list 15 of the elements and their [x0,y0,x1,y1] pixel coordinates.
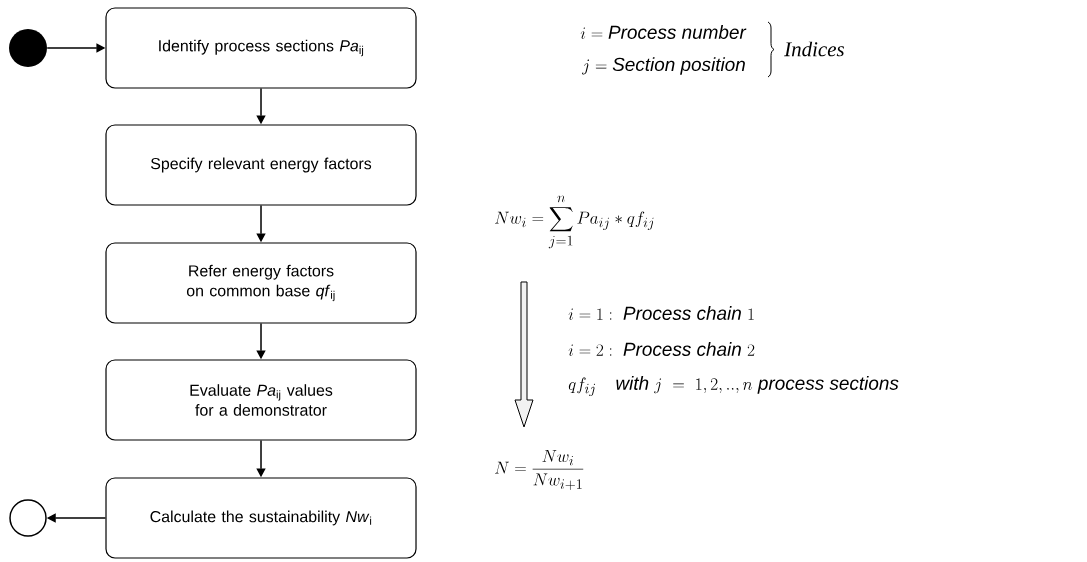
formula: $i = 2 :\ \mathit{Process\ chain}\ 2$ [568,342,755,356]
brace-label: Indices [784,41,844,57]
process-box: Refer energy factors on common base qf$_{ij}$ [105,242,417,324]
process-box: Specify relevant energy factors [105,124,417,206]
formula: $N = \frac{Nw_i}{Nw_{i+1}}$ [495,450,584,490]
formula: $qf_{ij}\quad \mathit{with}\ j\ =\ 1, 2, .., n\ \mathit{process\ sections}$ [568,376,899,397]
process-box: Identify process sections Pa$_{ij}$ [105,7,417,89]
process-box: Evaluate Pa$_{ij}$ values for a demonstrator [105,359,417,441]
end-circle [9,499,47,537]
formula: $i = \mathit{Process\ number}$ [580,25,747,39]
process-box: Calculate the sustainability Nw$_{i}$ [105,477,417,559]
formula: $j = \mathit{Section\ position}$ [582,57,745,75]
formula: $Nw_i = \sum_{j=1}^{n} Pa_{ij} * qf_{ij}$ [495,195,654,249]
start-circle [9,29,47,67]
formula: $i = 1 :\ \mathit{Process\ chain}\ 1$ [568,306,754,320]
